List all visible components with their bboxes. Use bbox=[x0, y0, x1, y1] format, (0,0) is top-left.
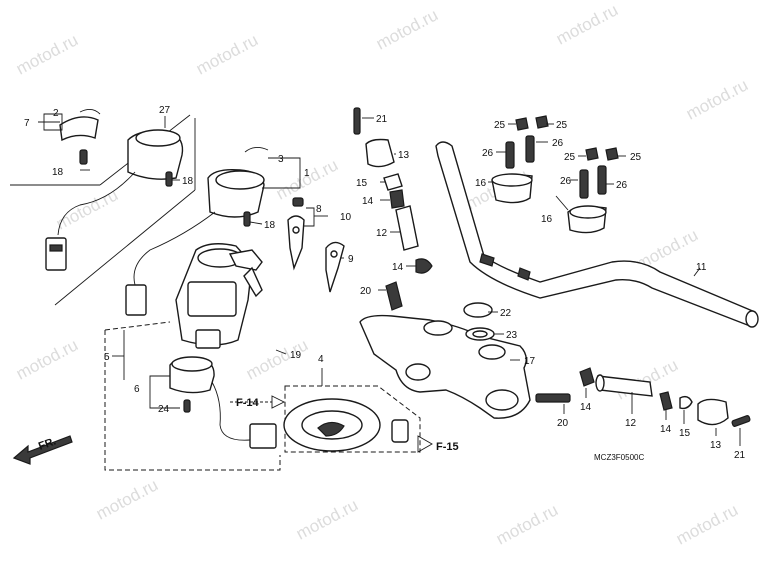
front-direction-arrow: FR. bbox=[12, 435, 73, 465]
ignition-group-outline bbox=[104, 321, 281, 471]
callout-numbers: 7 2 18 27 18 3 1 18 8 10 9 5 6 24 19 4 2… bbox=[24, 105, 746, 461]
watermark: motod.ru bbox=[93, 475, 161, 523]
stem-nut-22 bbox=[463, 302, 493, 318]
handlebar-switch-27 bbox=[45, 129, 184, 271]
callout-15: 15 bbox=[356, 178, 368, 189]
callout-10: 10 bbox=[340, 212, 352, 223]
callout-20: 20 bbox=[360, 286, 372, 297]
callout-26: 26 bbox=[560, 176, 572, 187]
callout-8: 8 bbox=[316, 204, 322, 215]
diagram-code: MCZ3F0500C bbox=[594, 453, 644, 462]
top-bridge-17 bbox=[359, 314, 531, 419]
bolt-20 bbox=[535, 393, 571, 403]
callout-14: 14 bbox=[362, 196, 374, 207]
callout-5: 5 bbox=[104, 352, 110, 363]
callout-26: 26 bbox=[616, 180, 628, 191]
callout-12: 12 bbox=[625, 418, 637, 429]
front-direction-label: FR. bbox=[37, 435, 58, 452]
callout-11: 11 bbox=[696, 262, 707, 273]
watermark: motod.ru bbox=[493, 500, 561, 548]
callout-15: 15 bbox=[679, 428, 691, 439]
handlebar-11 bbox=[435, 141, 759, 328]
callout-23: 23 bbox=[506, 330, 518, 341]
watermark: motod.ru bbox=[13, 30, 81, 78]
washer-23 bbox=[465, 327, 495, 341]
callout-13: 13 bbox=[398, 150, 410, 161]
callout-25: 25 bbox=[494, 120, 506, 131]
ref-arrow-f14: F-14 bbox=[230, 395, 286, 409]
ignition-key-9 bbox=[325, 241, 345, 293]
callout-2: 2 bbox=[53, 108, 59, 119]
callout-9: 9 bbox=[348, 254, 354, 265]
callout-21: 21 bbox=[376, 114, 388, 125]
watermark: motod.ru bbox=[293, 495, 361, 543]
callout-26: 26 bbox=[552, 138, 564, 149]
callout-14: 14 bbox=[392, 262, 404, 273]
watermark: motod.ru bbox=[13, 335, 81, 383]
callout-19: 19 bbox=[290, 350, 302, 361]
watermark: motod.ru bbox=[193, 30, 261, 78]
ignition-key-blank bbox=[287, 197, 305, 271]
callout-22: 22 bbox=[500, 308, 512, 319]
callout-26: 26 bbox=[482, 148, 494, 159]
ref-label-f15: F-15 bbox=[436, 441, 459, 453]
callout-20: 20 bbox=[557, 418, 569, 429]
callout-7: 7 bbox=[24, 118, 30, 129]
callout-27: 27 bbox=[159, 105, 171, 116]
callout-21: 21 bbox=[734, 450, 746, 461]
callout-3: 3 bbox=[278, 154, 284, 165]
callout-4: 4 bbox=[318, 354, 324, 365]
callout-25: 25 bbox=[556, 120, 568, 131]
callout-12: 12 bbox=[376, 228, 388, 239]
holder-bolts bbox=[505, 115, 619, 199]
callout-14: 14 bbox=[660, 424, 672, 435]
callout-1: 1 bbox=[304, 168, 310, 179]
left-switch-clip bbox=[59, 109, 101, 165]
callout-24: 24 bbox=[158, 404, 170, 415]
watermark: motod.ru bbox=[673, 500, 741, 548]
callout-leaders bbox=[38, 113, 741, 446]
stem-stack bbox=[353, 107, 433, 311]
ignition-sub-switch-6 bbox=[169, 356, 277, 449]
ignition-cover bbox=[125, 147, 269, 316]
callout-18: 18 bbox=[264, 220, 276, 231]
callout-18: 18 bbox=[182, 176, 194, 187]
ignition-switch-assembly bbox=[175, 243, 263, 349]
handlebar-holder-16 bbox=[491, 173, 607, 234]
callout-16: 16 bbox=[541, 214, 553, 225]
callout-25: 25 bbox=[630, 152, 642, 163]
callout-16: 16 bbox=[475, 178, 487, 189]
callout-25: 25 bbox=[564, 152, 576, 163]
fuel-cap-group bbox=[283, 385, 421, 453]
watermark: motod.ru bbox=[553, 0, 621, 48]
callout-18: 18 bbox=[52, 167, 64, 178]
callout-13: 13 bbox=[710, 440, 722, 451]
callout-14: 14 bbox=[580, 402, 592, 413]
ref-label-f14: F-14 bbox=[236, 397, 260, 409]
watermark: motod.ru bbox=[683, 75, 751, 123]
bar-end-assembly bbox=[579, 367, 751, 427]
ref-arrow-f15: F-15 bbox=[417, 435, 459, 453]
callout-17: 17 bbox=[524, 356, 536, 367]
watermark: motod.ru bbox=[373, 5, 441, 53]
callout-6: 6 bbox=[134, 384, 140, 395]
